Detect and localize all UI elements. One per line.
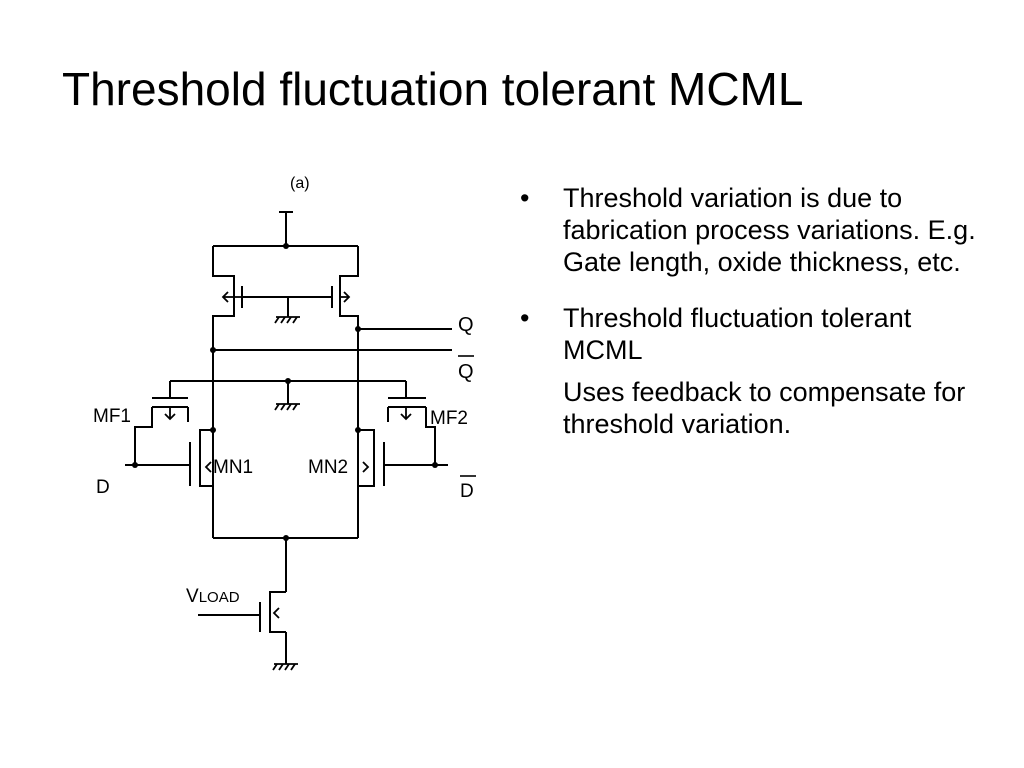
bullet-item-threshold-variation: • Threshold variation is due to fabricat… (520, 182, 980, 278)
slide-title: Threshold fluctuation tolerant MCML (62, 63, 804, 115)
label-vload: VLOAD (186, 586, 240, 607)
arrows (164, 291, 412, 619)
ground-symbol-mf (274, 403, 300, 411)
bullet-subtext: Uses feedback to compensate for threshol… (563, 377, 966, 439)
label-mf1: MF1 (93, 406, 131, 427)
bullet-text: Threshold variation is due to fabricatio… (563, 183, 976, 277)
ground-symbol-pmos (274, 316, 300, 324)
bullet-item-tolerant-mcml: • Threshold fluctuation tolerant MCML Us… (520, 302, 980, 440)
ground-symbol-load (272, 663, 298, 671)
circuit-wires (125, 211, 452, 664)
ground-symbols (272, 316, 300, 671)
label-q: Q (458, 314, 474, 336)
label-mn1: MN1 (213, 457, 253, 478)
label-vload-v: V (186, 586, 199, 607)
bullet-list: • Threshold variation is due to fabricat… (520, 182, 980, 464)
label-d: D (96, 477, 110, 498)
bullet-text: Threshold fluctuation tolerant MCML (563, 303, 912, 365)
label-vload-sub: LOAD (199, 589, 240, 606)
bullet-marker: • (520, 183, 530, 213)
overbars (458, 355, 476, 477)
bullet-marker: • (520, 303, 530, 333)
label-mf2: MF2 (430, 408, 468, 429)
label-mn2: MN2 (308, 457, 348, 478)
mcml-circuit-diagram: (a) Q Q MF1 MF2 MN1 MN2 D D VLOAD (93, 175, 476, 671)
label-q-bar: Q (458, 361, 474, 383)
diagram-caption: (a) (290, 175, 310, 192)
label-d-bar: D (460, 481, 474, 502)
junction-dots (132, 243, 438, 541)
